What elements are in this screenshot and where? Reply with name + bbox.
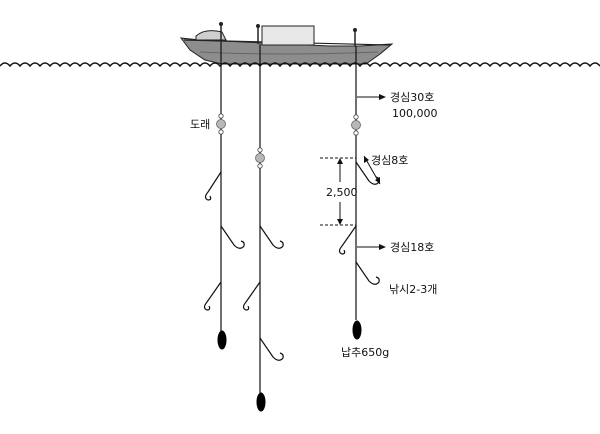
main-line-label: 경심30호 — [390, 91, 435, 104]
hook — [259, 225, 284, 249]
hook — [259, 337, 284, 361]
hook — [204, 171, 222, 201]
branch-line-pointer — [363, 155, 381, 185]
hook — [338, 225, 357, 255]
leader-line-arrow — [357, 244, 386, 250]
swivel-label: 도래 — [190, 118, 211, 131]
rig-line-middle — [242, 44, 284, 412]
hook — [220, 225, 245, 249]
main-line-value: 100,000 — [392, 107, 438, 120]
hook — [242, 281, 261, 311]
hook — [203, 281, 222, 311]
hook — [355, 261, 380, 285]
boat — [179, 22, 394, 65]
water-surface — [0, 62, 600, 68]
leader-line-label: 경심18호 — [390, 241, 435, 254]
rig-line-left — [203, 42, 245, 350]
swivel-marker — [255, 153, 265, 163]
branch-line-label: 경심8호 — [371, 154, 409, 167]
hooks-label: 낚시2-3개 — [389, 283, 438, 296]
spacing-dimension — [320, 157, 356, 226]
sinker-label: 납추650g — [341, 346, 390, 359]
main-line-arrow — [357, 94, 386, 100]
sinker — [217, 330, 227, 350]
sinker — [256, 392, 266, 412]
swivel-marker — [216, 119, 226, 129]
sinker — [352, 320, 362, 340]
spacing-label: 2,500 — [326, 186, 358, 199]
swivel-marker — [351, 120, 361, 130]
